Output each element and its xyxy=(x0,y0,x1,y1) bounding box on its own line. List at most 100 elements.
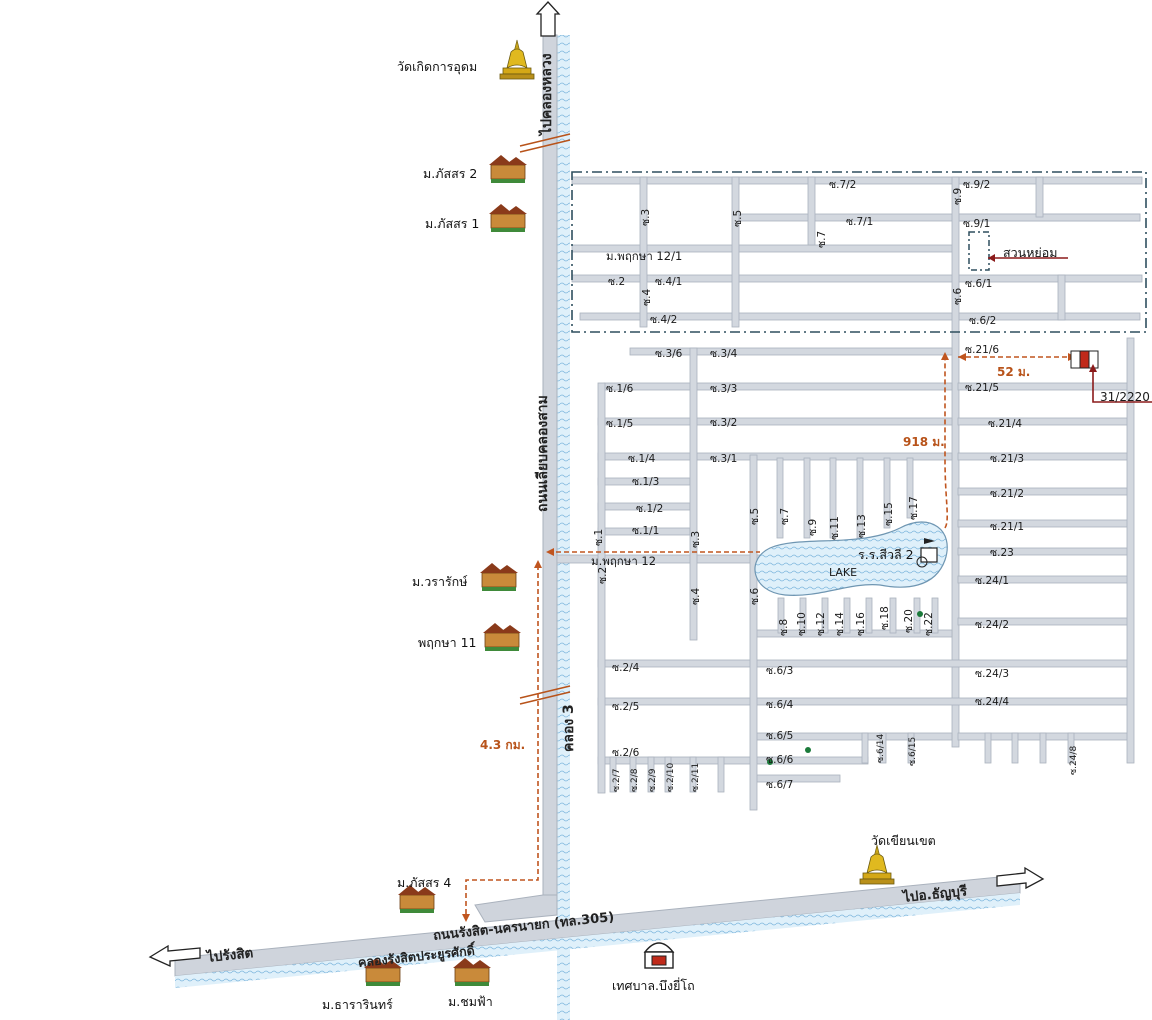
pruksa12-label: ม.พฤกษา 12 xyxy=(591,554,657,568)
soi-label: ซ.6 xyxy=(749,587,761,605)
north-arrow-to-khlong-luang xyxy=(535,1,561,37)
soi-label: ซ.2/5 xyxy=(612,701,640,713)
distance-4-3km: 4.3 กม. xyxy=(480,738,526,752)
phatsorn2-label: ม.ภัสสร 2 xyxy=(423,166,478,181)
soi-label: ซ.10 xyxy=(796,612,808,636)
house-number-label: 31/2220 xyxy=(1100,390,1150,404)
soi-label: ซ.6/2 xyxy=(969,315,997,327)
wararak-label: ม.วรารักษ์ xyxy=(412,574,468,589)
soi-label: ซ.17 xyxy=(908,496,920,520)
target-house-icon xyxy=(1070,350,1099,369)
soi-label: ซ.9 xyxy=(807,518,819,536)
soi-label: ซ.21/4 xyxy=(988,418,1023,430)
soi-label: ซ.24/8 xyxy=(1069,745,1079,775)
soi-label: ซ.9/2 xyxy=(963,179,991,191)
thetsaban-label: เทศบาล.บึงยี่โถ xyxy=(612,978,695,993)
break-mark-bottom xyxy=(519,685,571,705)
lake xyxy=(754,521,948,596)
soi-label: ซ.2 xyxy=(597,566,609,584)
soi-label: ซ.6/15 xyxy=(908,736,918,766)
soi-label: ซ.1/2 xyxy=(636,503,664,515)
soi-label: ซ.1/3 xyxy=(632,476,660,488)
pruksa11-label: พฤกษา 11 xyxy=(418,635,477,650)
tree-icon xyxy=(767,759,773,765)
soi-label: ซ.12 xyxy=(815,612,827,636)
soi-label: ซ.2/8 xyxy=(630,768,640,792)
soi-label: ซ.6/1 xyxy=(965,278,993,290)
soi-label: ซ.1/5 xyxy=(606,418,634,430)
khlong3-label: คลอง 3 xyxy=(561,704,577,752)
lake-label: LAKE xyxy=(829,566,858,579)
soi-label: ซ.2/4 xyxy=(612,662,640,674)
soi-label: ซ.15 xyxy=(883,502,895,526)
soi-label: ซ.2/7 xyxy=(612,768,622,792)
soi-label: ซ.8 xyxy=(778,618,790,636)
soi-label: ซ.23 xyxy=(990,547,1014,559)
soi-label: ซ.2/11 xyxy=(691,762,701,792)
soi-label: ซ.24/2 xyxy=(975,619,1010,631)
to-khlong-luang-label: ไปคลองหลวง xyxy=(539,53,555,135)
soi-label: ซ.6/5 xyxy=(766,730,794,742)
wat-koet-label: วัดเกิดการอุดม xyxy=(397,59,478,74)
soi-label: ซ.3/4 xyxy=(710,348,738,360)
phatsorn4-label: ม.ภัสสร 4 xyxy=(397,875,452,890)
distance-52m: 52 ม. xyxy=(997,365,1031,379)
soi-label: ซ.14 xyxy=(834,612,846,636)
soi-label: ซ.3 xyxy=(690,530,702,548)
soi-label: ซ.24/1 xyxy=(975,575,1010,587)
soi-label: ซ.4 xyxy=(690,587,702,605)
arrow-to-thanyaburi xyxy=(996,866,1045,890)
soi-label: ซ.6/14 xyxy=(876,733,886,763)
break-mark-top xyxy=(519,133,571,153)
soi-label: ซ.4/2 xyxy=(650,314,678,326)
soi-label: ซ.9 xyxy=(952,187,964,205)
soi-label: ซ.24/4 xyxy=(975,696,1010,708)
garden-label: สวนหย่อม xyxy=(1003,245,1058,260)
soi-label: ซ.6/6 xyxy=(766,754,794,766)
junction-road xyxy=(474,894,558,923)
soi-label: ซ.7 xyxy=(779,507,791,525)
soi-label: ซ.6/7 xyxy=(766,779,794,791)
soi-label: ซ.3 xyxy=(640,208,652,226)
soi-label: ซ.13 xyxy=(856,514,868,538)
tree-icon xyxy=(917,611,923,617)
soi-label: ซ.4 xyxy=(641,288,653,306)
soi-label: ซ.6 xyxy=(952,287,964,305)
soi-label: ซ.2/9 xyxy=(648,768,658,792)
pruksa12-1-label: ม.พฤกษา 12/1 xyxy=(606,249,683,263)
school-icon xyxy=(916,538,938,568)
soi-label: ซ.7/1 xyxy=(846,216,874,228)
soi-label: ซ.2/6 xyxy=(612,747,640,759)
soi-label: ซ.3/6 xyxy=(655,348,683,360)
temple-icon xyxy=(859,844,895,885)
tree-icon xyxy=(805,747,811,753)
soi-label: ซ.6/3 xyxy=(766,665,794,677)
soi-label: ซ.11 xyxy=(829,516,841,540)
phatsorn1-label: ม.ภัสสร 1 xyxy=(425,216,480,231)
school-label: ร.ร.สีวลี 2 xyxy=(858,547,914,562)
soi-label: ซ.9/1 xyxy=(963,218,991,230)
soi-label: ซ.4/1 xyxy=(655,276,683,288)
house-pointer xyxy=(1092,367,1152,403)
soi-label: ซ.22 xyxy=(923,612,935,636)
soi-label: ซ.2/10 xyxy=(666,762,676,792)
soi-label: ซ.20 xyxy=(903,609,915,633)
soi-label: ซ.6/4 xyxy=(766,699,794,711)
soi-label: ซ.21/1 xyxy=(990,521,1025,533)
temple-icon xyxy=(499,39,535,80)
tharin-label: ม.ธารารินทร์ xyxy=(322,997,393,1012)
soi-label: ซ.1 xyxy=(593,528,605,546)
house-estate-icons xyxy=(364,155,527,986)
street-grid xyxy=(556,176,1143,811)
soi-label: ซ.18 xyxy=(879,606,891,630)
soi-label: ซ.3/1 xyxy=(710,453,738,465)
soi-label: ซ.24/3 xyxy=(975,668,1010,680)
chomfa-label: ม.ชมฟ้า xyxy=(448,994,493,1009)
soi-label: ซ.5 xyxy=(749,507,761,525)
soi-label: ซ.1/1 xyxy=(632,525,660,537)
arrow-to-rangsit xyxy=(148,944,201,968)
soi-label: ซ.2 xyxy=(608,276,626,288)
municipality-icon xyxy=(643,942,675,969)
